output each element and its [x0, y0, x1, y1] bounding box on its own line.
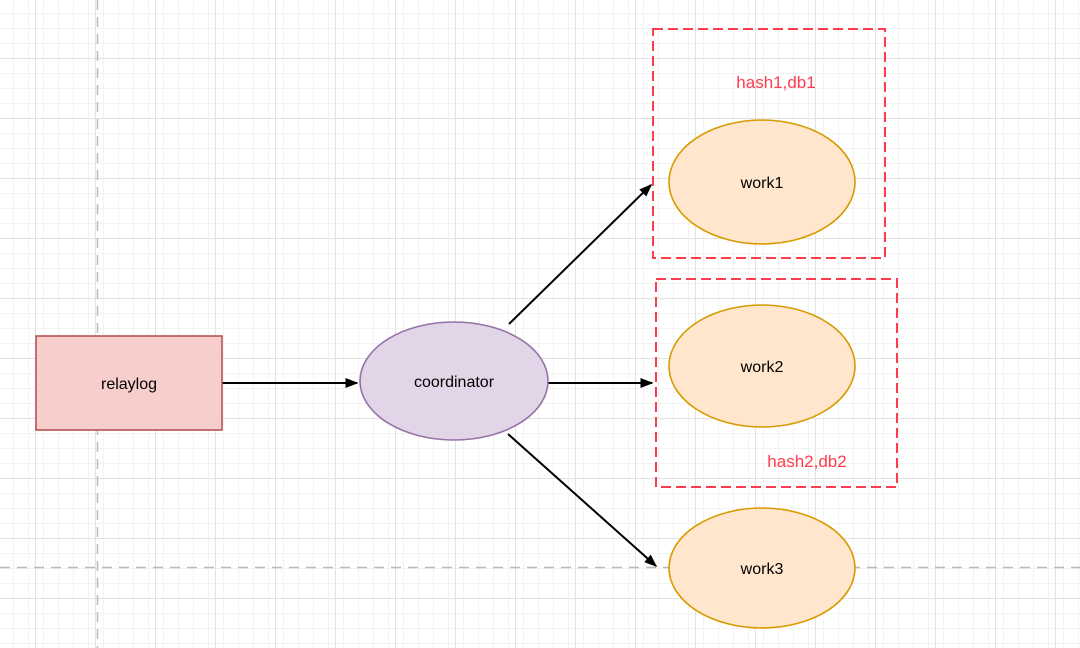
node-work2-shape[interactable] — [668, 304, 856, 428]
node-work1-label: work1 — [740, 175, 784, 192]
node-relaylog[interactable]: relaylog — [35, 335, 223, 431]
node-work1[interactable]: work1 — [668, 119, 856, 245]
edge-coordinator-to-work3[interactable] — [507, 433, 658, 567]
group-hash2-db2[interactable]: hash2,db2 — [655, 278, 898, 488]
node-relaylog-shape[interactable] — [35, 335, 223, 431]
node-work2-label: work2 — [740, 359, 784, 376]
node-coordinator-shape[interactable] — [359, 321, 549, 441]
node-coordinator[interactable]: coordinator — [359, 321, 549, 441]
node-coordinator-label: coordinator — [414, 374, 495, 391]
node-work3-label: work3 — [740, 561, 784, 578]
node-work1-shape[interactable] — [668, 119, 856, 245]
node-work2[interactable]: work2 — [668, 304, 856, 428]
group-hash1-db1[interactable]: hash1,db1 — [652, 28, 886, 259]
node-relaylog-label: relaylog — [101, 376, 157, 393]
group-hash1-db1-box[interactable] — [652, 28, 886, 259]
group-hash2-db2-label: hash2,db2 — [767, 452, 846, 471]
group-hash2-db2-box[interactable] — [655, 278, 898, 488]
node-work3-shape[interactable] — [668, 507, 856, 629]
group-hash1-db1-label: hash1,db1 — [736, 73, 815, 92]
edge-coordinator-to-work1[interactable] — [508, 183, 653, 325]
node-work3[interactable]: work3 — [668, 507, 856, 629]
